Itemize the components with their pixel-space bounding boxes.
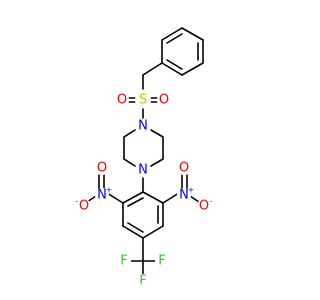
atom-label-o: O [199,199,209,214]
atom-oxygen: O - [197,197,213,214]
atom-fluorine: F [136,274,150,289]
charge-minus: - [76,197,79,206]
atom-oxygen: O - [76,197,91,214]
bond [166,33,183,44]
atom-label-f: F [139,274,146,289]
bond [127,222,144,233]
charge-plus: + [106,186,113,195]
atom-label-s: S [139,93,147,108]
bond [189,195,200,203]
atom-nitrogen: N [136,119,150,134]
atom-fluorine: F [155,254,169,269]
bond [181,62,204,76]
atom-nitrogen: N [136,163,150,178]
atom-label-o: O [117,93,127,108]
bond [127,197,144,207]
bond [150,158,164,167]
atom-oxygen: O [115,93,129,108]
atom-sulfur: S [135,92,151,108]
bond [161,27,183,41]
charge-minus: - [210,197,213,206]
atom-label-o: O [97,161,107,176]
bond [150,129,164,138]
atom-oxygen: O [95,161,109,176]
atom-label-f: F [158,254,165,269]
bond [181,27,204,41]
atom-label-n: N [97,188,107,203]
bond [162,192,180,204]
atom-nitrogen: N + [95,186,112,203]
atom-label-n: N [138,163,148,178]
bond [142,62,163,76]
atom-nitrogen: N + [177,186,194,203]
bond [123,129,136,138]
atom-oxygen: O [177,161,191,176]
bond [142,191,164,204]
bond [161,62,183,76]
bond [123,158,136,167]
atom-label-f: F [120,254,127,269]
bonds [86,27,204,275]
molecule-structure: S O O N N N + O O [76,27,213,289]
atom-oxygen: O [157,93,171,108]
atom-label-n: N [179,188,189,203]
atom-label-o: O [159,93,169,108]
bond [166,59,183,70]
atom-label-n: N [138,119,148,134]
bond [122,225,144,239]
atom-fluorine: F [117,254,131,269]
atom-label-o: O [79,199,89,214]
charge-plus: + [188,186,195,195]
bond [142,225,164,239]
atom-labels: S O O N N N + O O [76,92,213,289]
bond [106,192,124,204]
atom-label-o: O [179,161,189,176]
bond [122,191,144,204]
